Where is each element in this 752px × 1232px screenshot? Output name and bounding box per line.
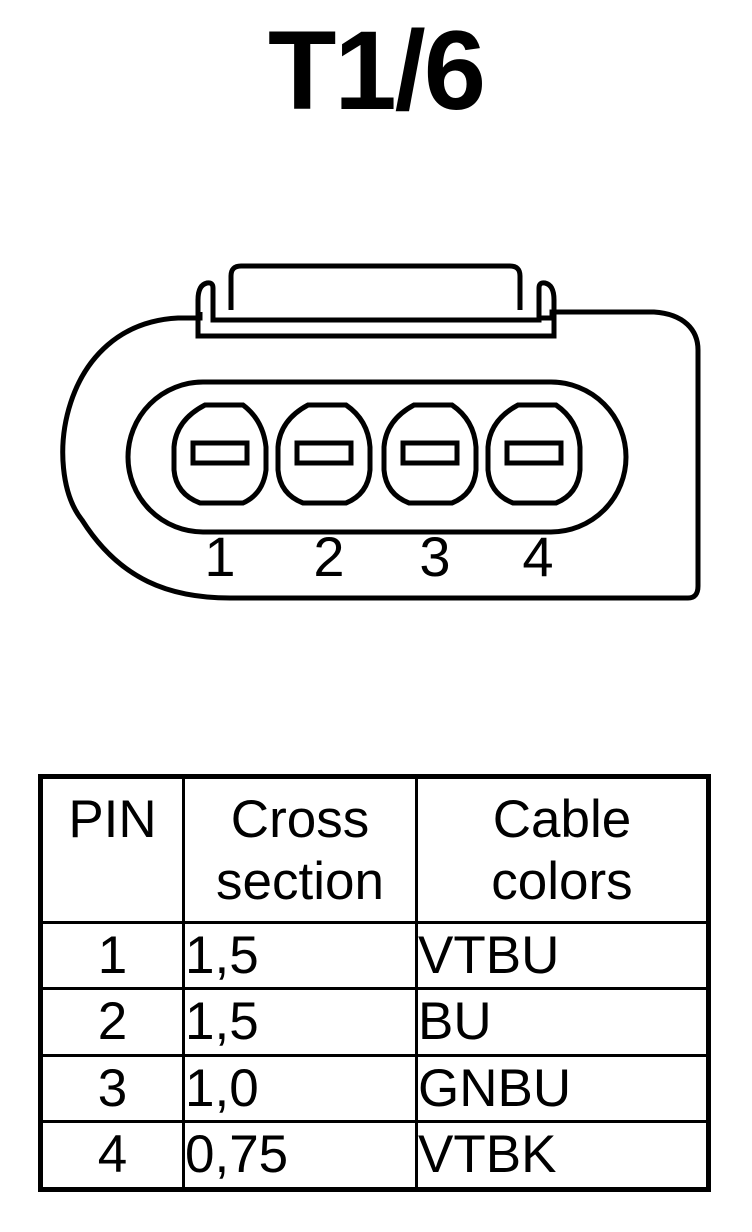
cell-cross-section: 1,0 bbox=[182, 1053, 418, 1124]
table-row: 4 0,75 VTBK bbox=[39, 1120, 710, 1191]
cell-cable-color: VTBU bbox=[415, 920, 710, 991]
cell-cable-color: BU bbox=[415, 987, 710, 1057]
connector-diagram: 1 2 3 4 bbox=[60, 263, 701, 601]
cell-cable-color: GNBU bbox=[415, 1053, 710, 1124]
cell-pin: 3 bbox=[39, 1053, 185, 1124]
table-row: 1 1,5 VTBU bbox=[39, 920, 710, 991]
cell-pin: 1 bbox=[39, 920, 185, 991]
pin-table: PIN Cross section Cable colors 1 1,5 VTB… bbox=[38, 774, 711, 1192]
pin-label-4: 4 bbox=[522, 525, 553, 588]
pin-4 bbox=[485, 402, 583, 506]
table-header-row: PIN Cross section Cable colors bbox=[39, 775, 710, 924]
connector-housing bbox=[60, 309, 701, 601]
cell-pin: 4 bbox=[39, 1120, 185, 1191]
table-row: 2 1,5 BU bbox=[39, 987, 710, 1057]
pin-cavity bbox=[125, 379, 629, 535]
pin-label-2: 2 bbox=[313, 525, 344, 588]
pin-label-1: 1 bbox=[204, 525, 235, 588]
cell-cable-color: VTBK bbox=[415, 1120, 710, 1191]
cell-pin: 2 bbox=[39, 987, 185, 1057]
pin-2 bbox=[275, 402, 373, 506]
latch-frame bbox=[195, 280, 557, 339]
header-cable-colors: Cable colors bbox=[415, 775, 710, 924]
header-pin: PIN bbox=[39, 775, 185, 924]
pin-label-3: 3 bbox=[419, 525, 450, 588]
pin-3 bbox=[381, 402, 479, 506]
cell-cross-section: 1,5 bbox=[182, 920, 418, 991]
cell-cross-section: 0,75 bbox=[182, 1120, 418, 1191]
cell-cross-section: 1,5 bbox=[182, 987, 418, 1057]
header-cross-section: Cross section bbox=[182, 775, 418, 924]
latch-tab bbox=[228, 263, 523, 310]
table-row: 3 1,0 GNBU bbox=[39, 1053, 710, 1124]
pin-1 bbox=[171, 402, 269, 506]
connector-title: T1/6 bbox=[267, 8, 486, 133]
